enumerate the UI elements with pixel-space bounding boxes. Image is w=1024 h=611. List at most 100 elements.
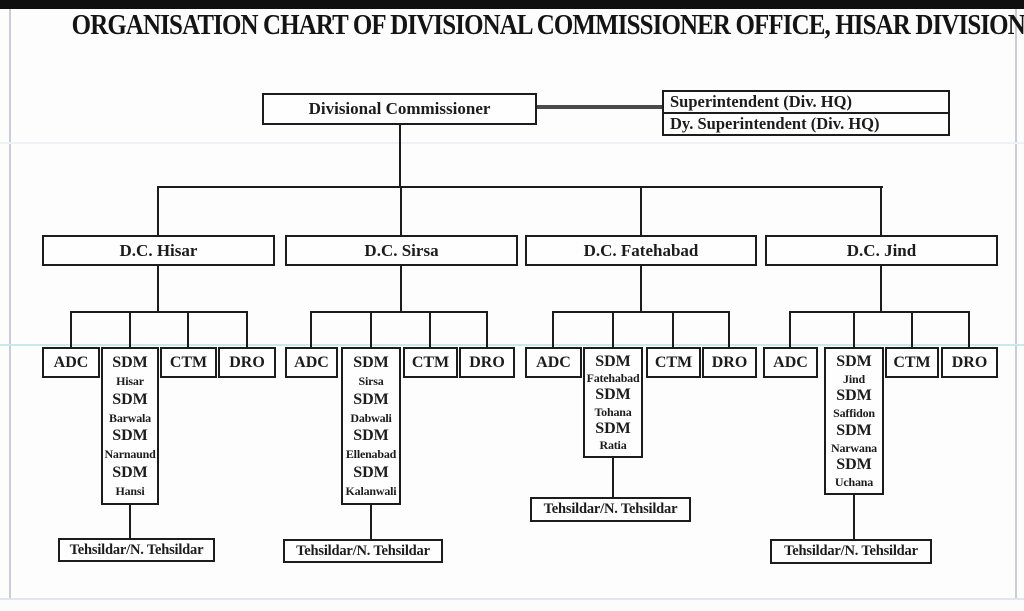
node-dro-jind: DRO <box>941 347 998 378</box>
node-divisional-commissioner: Divisional Commissioner <box>262 93 537 125</box>
superintendent-label: Superintendent (Div. HQ) <box>664 92 948 114</box>
node-label: Tehsildar/N. Tehsildar <box>784 543 918 559</box>
node-adc-sirsa: ADC <box>285 347 338 378</box>
connector-dc-jind-down <box>880 266 882 313</box>
node-label: D.C. Hisar <box>119 240 198 260</box>
sdm-place-label: Jind <box>843 372 865 387</box>
connector-stub <box>853 311 855 347</box>
connector-dc-hisar-down <box>157 266 159 313</box>
connector-top-rail <box>157 186 883 188</box>
node-label: ADC <box>53 353 89 371</box>
node-sdm-group-sirsa: SDM Sirsa SDM Dabwali SDM Ellenabad SDM … <box>341 347 401 505</box>
connector-sirsa-rail <box>311 311 488 313</box>
node-adc-jind: ADC <box>763 347 818 378</box>
connector-stub <box>612 311 614 347</box>
sdm-label: SDM <box>353 354 389 372</box>
node-label: CTM <box>893 353 931 371</box>
node-label: Divisional Commissioner <box>308 99 491 118</box>
node-label: ADC <box>294 353 329 371</box>
sdm-label: SDM <box>836 421 872 439</box>
node-tehsildar-fatehabad: Tehsildar/N. Tehsildar <box>530 497 691 522</box>
node-ctm-fatehabad: CTM <box>646 347 701 378</box>
sdm-place-label: Dabwali <box>350 410 392 425</box>
sdm-place-label: Uchana <box>834 474 874 489</box>
connector-stub <box>968 311 970 347</box>
connector-sdm-tehsildar-sirsa <box>370 505 372 540</box>
connector-stub <box>789 311 791 347</box>
node-sdm-group-hisar: SDM Hisar SDM Barwala SDM Narnaund SDM H… <box>101 347 159 505</box>
connector-stub <box>911 311 913 347</box>
node-tehsildar-hisar: Tehsildar/N. Tehsildar <box>58 538 215 562</box>
sdm-label: SDM <box>836 455 872 473</box>
connector-stub-sirsa <box>400 186 402 235</box>
connector-stub <box>672 311 674 347</box>
sdm-label: SDM <box>112 427 148 445</box>
sdm-place-label: Saffidon <box>833 406 875 421</box>
accent-horizontal-rule <box>0 344 1024 346</box>
top-border-strip <box>0 0 1024 9</box>
node-dc-jind: D.C. Jind <box>765 235 998 266</box>
connector-stub-jind <box>880 186 882 235</box>
node-label: CTM <box>411 353 450 371</box>
page-title: ORGANISATION CHART OF DIVISIONAL COMMISS… <box>71 9 1024 41</box>
sdm-label: SDM <box>353 427 389 445</box>
node-ctm-sirsa: CTM <box>403 347 458 378</box>
sdm-place-label: Tohana <box>594 404 632 419</box>
node-label: DRO <box>711 353 748 371</box>
sdm-place-label: Sirsa <box>358 374 384 389</box>
faint-horizontal-rule <box>0 142 1024 144</box>
node-label: Tehsildar/N. Tehsildar <box>543 501 678 517</box>
sdm-place-label: Fatehabad <box>586 371 640 386</box>
node-tehsildar-jind: Tehsildar/N. Tehsildar <box>770 539 932 564</box>
connector-stub <box>246 311 248 347</box>
left-page-border <box>9 9 11 599</box>
node-tehsildar-sirsa: Tehsildar/N. Tehsildar <box>283 539 443 563</box>
connector-sdm-tehsildar-jind <box>853 495 855 539</box>
sdm-label: SDM <box>112 354 148 372</box>
node-adc-hisar: ADC <box>42 347 100 378</box>
connector-stub-hisar <box>157 186 159 235</box>
sdm-place-label: Hansi <box>115 483 145 498</box>
connector-stub <box>187 311 189 347</box>
sdm-place-label: Ellenabad <box>345 447 397 462</box>
connector-stub <box>429 311 431 347</box>
sdm-label: SDM <box>112 390 148 408</box>
sdm-place-label: Narwana <box>831 440 877 455</box>
node-label: ADC <box>773 353 808 371</box>
sdm-place-label: Ratia <box>599 438 627 453</box>
sdm-label: SDM <box>836 387 872 405</box>
connector-stub <box>370 311 372 347</box>
node-label: CTM <box>169 353 208 371</box>
node-label: DRO <box>951 353 988 371</box>
connector-stub <box>70 311 72 347</box>
connector-dc-sirsa-down <box>400 266 402 313</box>
node-dc-fatehabad: D.C. Fatehabad <box>525 235 757 266</box>
connector-stub-fatehabad <box>640 186 642 235</box>
node-dro-fatehabad: DRO <box>702 347 757 378</box>
connector-stub <box>129 311 131 347</box>
node-label: D.C. Fatehabad <box>583 240 699 260</box>
node-label: DRO <box>469 353 505 371</box>
node-sdm-group-fatehabad: SDM Fatehabad SDM Tohana SDM Ratia <box>583 347 643 458</box>
connector-stub <box>552 311 554 347</box>
connector-root-down <box>399 125 401 186</box>
right-page-border <box>1015 9 1017 599</box>
connector-sdm-tehsildar-fatehabad <box>612 458 614 497</box>
connector-sdm-tehsildar-hisar <box>129 505 131 539</box>
node-label: D.C. Sirsa <box>364 240 439 260</box>
sdm-label: SDM <box>353 463 389 481</box>
sdm-place-label: Kalanwali <box>345 483 397 498</box>
connector-jind-rail <box>790 311 970 313</box>
dy-superintendent-label: Dy. Superintendent (Div. HQ) <box>670 114 880 133</box>
node-label: CTM <box>654 353 693 371</box>
bottom-margin <box>0 600 1024 611</box>
sdm-label: SDM <box>353 390 389 408</box>
bottom-horizontal-rule <box>0 598 1024 600</box>
node-dc-sirsa: D.C. Sirsa <box>285 235 518 266</box>
connector-stub <box>486 311 488 347</box>
sdm-place-label: Hisar <box>116 374 144 389</box>
node-ctm-jind: CTM <box>885 347 939 378</box>
connector-hisar-rail <box>71 311 248 313</box>
node-ctm-hisar: CTM <box>160 347 217 378</box>
sdm-place-label: Barwala <box>109 410 151 425</box>
